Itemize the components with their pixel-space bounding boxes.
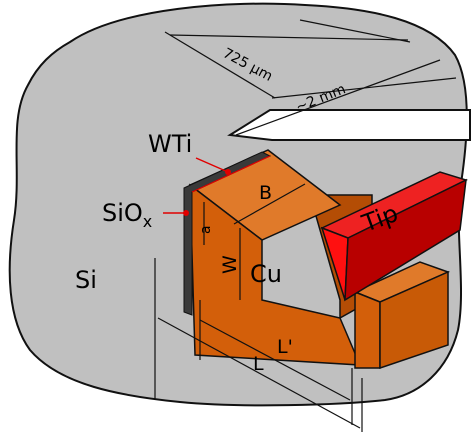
label-b: B <box>259 182 272 204</box>
support-block-side <box>379 270 449 370</box>
label-l-prime: L' <box>277 336 293 358</box>
wti-leader <box>195 157 231 175</box>
dimension-2mm <box>235 59 457 136</box>
copper-front-face <box>189 183 362 366</box>
dimension-b <box>233 183 306 225</box>
wafer-notch <box>227 109 471 141</box>
support-block-front <box>354 290 381 369</box>
label-siox-subscript: x <box>143 212 152 231</box>
siox-leader <box>163 210 189 216</box>
label-a: a <box>198 225 214 234</box>
label-wti: WTi <box>148 130 192 158</box>
label-l: L <box>253 353 264 375</box>
sio-layer-edge <box>191 155 271 193</box>
label-si: Si <box>75 266 97 294</box>
label-w: W <box>219 255 241 274</box>
dimension-725um <box>164 19 411 99</box>
label-siox: SiOx <box>102 199 152 231</box>
tip-side-face <box>344 178 467 302</box>
label-siox-base: SiO <box>102 199 143 227</box>
label-cu: Cu <box>250 260 282 288</box>
dimension-lengths <box>154 258 363 432</box>
